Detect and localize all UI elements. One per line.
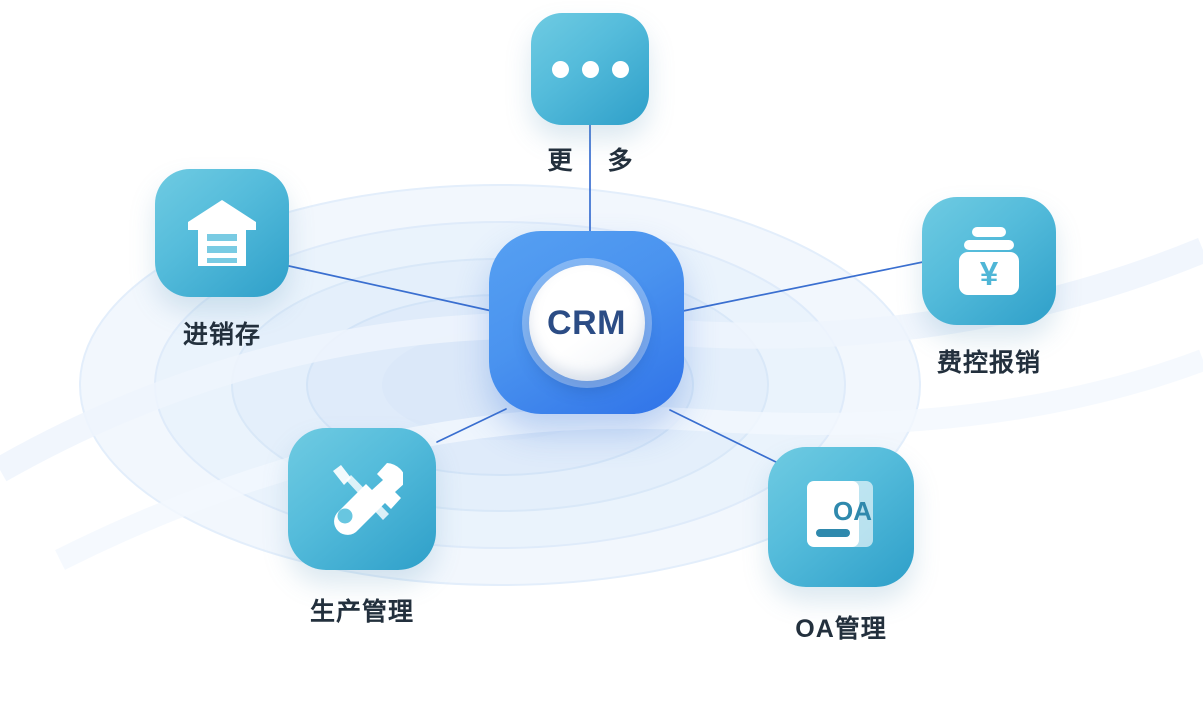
node-label-inventory: 进销存 xyxy=(182,321,262,349)
node-oa[interactable]: OA OA管理 xyxy=(768,447,914,643)
node-production[interactable]: 生产管理 xyxy=(288,428,436,626)
more-tile[interactable] xyxy=(531,13,649,125)
node-inventory[interactable]: 进销存 xyxy=(155,169,289,349)
money-jar-yen-icon: ¥ xyxy=(959,227,1019,295)
node-label-expense: 费控报销 xyxy=(936,349,1042,377)
link-crm-inventory xyxy=(288,265,493,312)
node-more[interactable]: 更 多 xyxy=(531,13,649,175)
oa-icon-text: OA xyxy=(833,496,872,526)
warehouse-icon xyxy=(188,200,256,266)
node-crm[interactable]: CRM xyxy=(489,231,684,414)
yen-symbol: ¥ xyxy=(980,255,999,292)
production-tile[interactable] xyxy=(288,428,436,570)
crm-disc: CRM xyxy=(528,264,645,381)
node-expense[interactable]: ¥ 费控报销 xyxy=(922,197,1056,377)
wrench-screwdriver-icon xyxy=(333,463,403,535)
node-label-oa: OA管理 xyxy=(795,615,887,643)
crm-label: CRM xyxy=(547,303,626,342)
crm-tile[interactable]: CRM xyxy=(489,231,684,414)
expense-tile[interactable]: ¥ xyxy=(922,197,1056,325)
link-crm-expense xyxy=(682,261,924,312)
inventory-tile[interactable] xyxy=(155,169,289,297)
link-crm-production xyxy=(436,408,507,443)
node-label-production: 生产管理 xyxy=(309,598,415,626)
oa-tile[interactable]: OA xyxy=(768,447,914,587)
link-crm-oa xyxy=(669,409,779,464)
ellipsis-dots-icon xyxy=(551,60,629,78)
node-label-more: 更 多 xyxy=(547,147,647,175)
oa-document-icon: OA xyxy=(807,481,873,547)
